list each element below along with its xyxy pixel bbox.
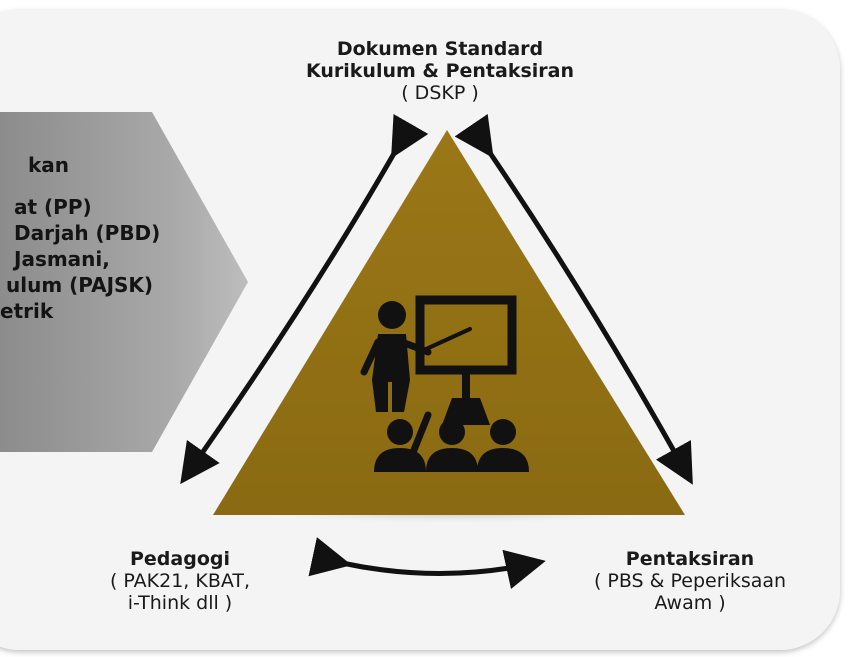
side-line-6: ulum (PAJSK) xyxy=(6,273,154,297)
side-line-3: at (PP) xyxy=(14,195,92,219)
dskp-line-2: Kurikulum & Pentaksiran xyxy=(305,60,574,82)
side-line-1: kan xyxy=(28,153,70,177)
dskp-line-1: Dokumen Standard xyxy=(336,38,544,60)
arrows xyxy=(180,113,693,589)
pentaksiran-title: Pentaksiran xyxy=(625,548,755,570)
pedagogi-line-2: i-Think dll ) xyxy=(127,592,233,614)
side-line-5: Jasmani, xyxy=(14,247,110,271)
side-panel-text: kan at (PP) Darjah (PBD) Jasmani, ulum (… xyxy=(0,152,240,324)
pentaksiran-line-2: Awam ) xyxy=(654,592,726,614)
students-icon xyxy=(374,411,529,472)
side-line-4: Darjah (PBD) xyxy=(14,221,161,245)
dskp-label: Dokumen Standard Kurikulum & Pentaksiran… xyxy=(250,38,630,104)
arrow-pedagogi-pentaksiran xyxy=(308,537,546,589)
side-line-7: etrik xyxy=(0,299,54,323)
pentaksiran-line-1: ( PBS & Peperiksaan xyxy=(593,570,787,592)
side-line-2 xyxy=(0,178,240,194)
pedagogi-label: Pedagogi ( PAK21, KBAT, i-Think dll ) xyxy=(60,548,300,614)
arrow-top-pentaksiran xyxy=(454,113,693,485)
pedagogi-line-1: ( PAK21, KBAT, xyxy=(109,570,251,592)
pentaksiran-label: Pentaksiran ( PBS & Peperiksaan Awam ) xyxy=(545,548,835,614)
dskp-line-3: ( DSKP ) xyxy=(401,82,479,104)
pedagogi-title: Pedagogi xyxy=(129,548,230,570)
arrow-top-pedagogi xyxy=(180,114,429,485)
